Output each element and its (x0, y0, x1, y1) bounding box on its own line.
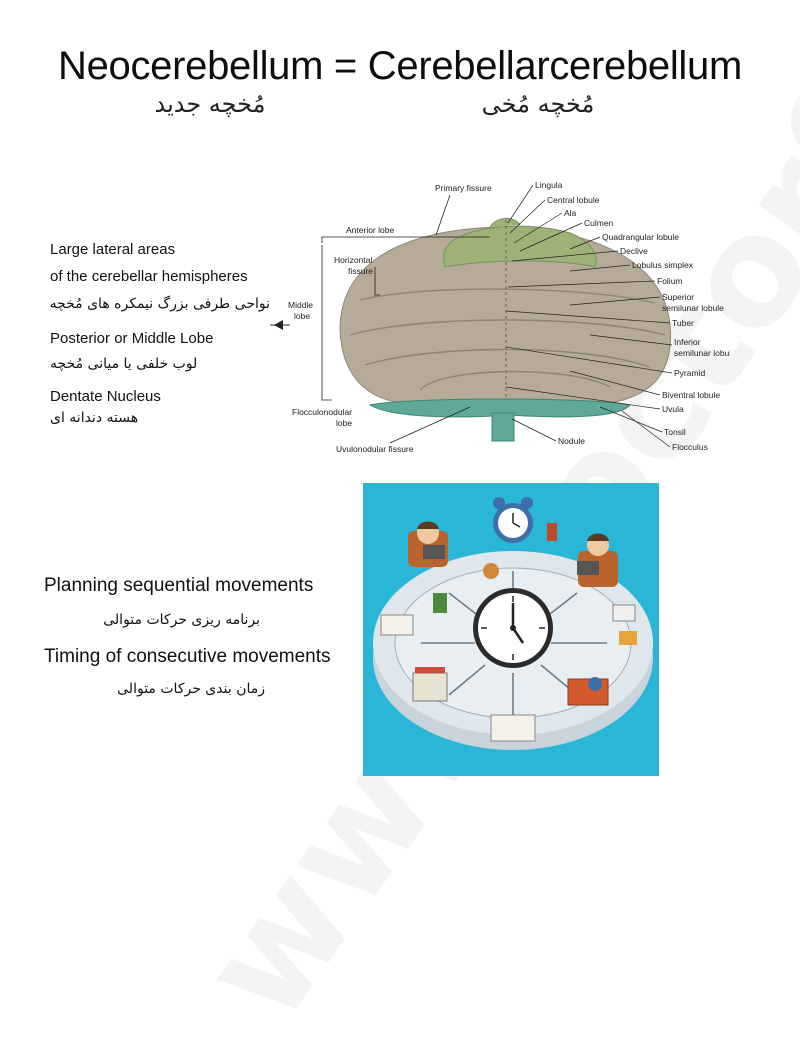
label-middle-lobe-2: lobe (294, 311, 310, 321)
label-declive: Declive (620, 246, 648, 256)
note-fa-dentate: هسته دندانه ای (50, 410, 139, 426)
label-superior-2: semilunar lobule (662, 303, 724, 313)
label-uvulonodular: Uvulonodular fissure (336, 444, 414, 454)
page-title: Neocerebellum = Cerebellarcerebellum (58, 44, 742, 88)
book-icon (380, 614, 414, 636)
label-superior-1: Superior (662, 292, 694, 302)
note-fa-posterior: لوب خلفی یا میانی مُخچه (50, 356, 198, 372)
label-anterior-lobe: Anterior lobe (346, 225, 394, 235)
label-nodule: Nodule (558, 436, 585, 446)
label-inferior-1: Inferior (674, 337, 701, 347)
label-tonsil: Tonsil (664, 427, 686, 437)
note-dentate: Dentate Nucleus (50, 388, 161, 405)
label-flocculus: Flocculus (672, 442, 708, 452)
cerebellum-diagram: Primary fissure Anterior lobe Horizontal… (270, 180, 730, 454)
title-fa-left: مُخچه جدید (154, 90, 266, 118)
label-middle-lobe-1: Middle (288, 300, 313, 310)
cerebellum-body (339, 226, 672, 404)
note-timing-fa: زمان بندی حرکات متوالی (117, 681, 265, 697)
label-pyramid: Pyramid (674, 368, 705, 378)
note-planning: Planning sequential movements (44, 575, 314, 596)
label-tuber: Tuber (672, 318, 694, 328)
title-fa-right: مُخچه مُخی (481, 90, 595, 118)
label-folium: Folium (657, 276, 683, 286)
arrow-left-icon (274, 320, 283, 330)
note-fa-hemispheres: نواحی طرفی بزرگ نیمکره های مُخچه (49, 296, 270, 312)
label-quadrangular: Quadrangular lobule (602, 232, 679, 242)
label-central-lobule: Central lobule (547, 195, 600, 205)
label-lobulus-simplex: Lobulus simplex (632, 260, 694, 270)
label-flocculonodular-2: lobe (336, 418, 352, 428)
note-large-lateral: Large lateral areas (50, 241, 176, 258)
note-posterior-lobe: Posterior or Middle Lobe (50, 330, 214, 347)
label-biventral: Biventral lobule (662, 390, 720, 400)
note-hemispheres: of the cerebellar hemispheres (50, 268, 248, 285)
label-horizontal-2: fissure (348, 266, 373, 276)
label-primary-fissure: Primary fissure (435, 183, 492, 193)
label-flocculonodular-1: Flocculonodular (292, 407, 352, 417)
note-timing: Timing of consecutive movements (44, 646, 331, 667)
label-uvula: Uvula (662, 404, 684, 414)
label-culmen: Culmen (584, 218, 614, 228)
label-ala: Ala (564, 208, 577, 218)
label-horizontal-1: Horizontal (334, 255, 372, 265)
label-inferior-2: semilunar lobule (674, 348, 730, 358)
note-planning-fa: برنامه ریزی حرکات متوالی (103, 612, 260, 628)
clock-illustration (363, 483, 659, 776)
label-lingula: Lingula (535, 180, 563, 190)
flocculonodular-region (368, 398, 631, 418)
